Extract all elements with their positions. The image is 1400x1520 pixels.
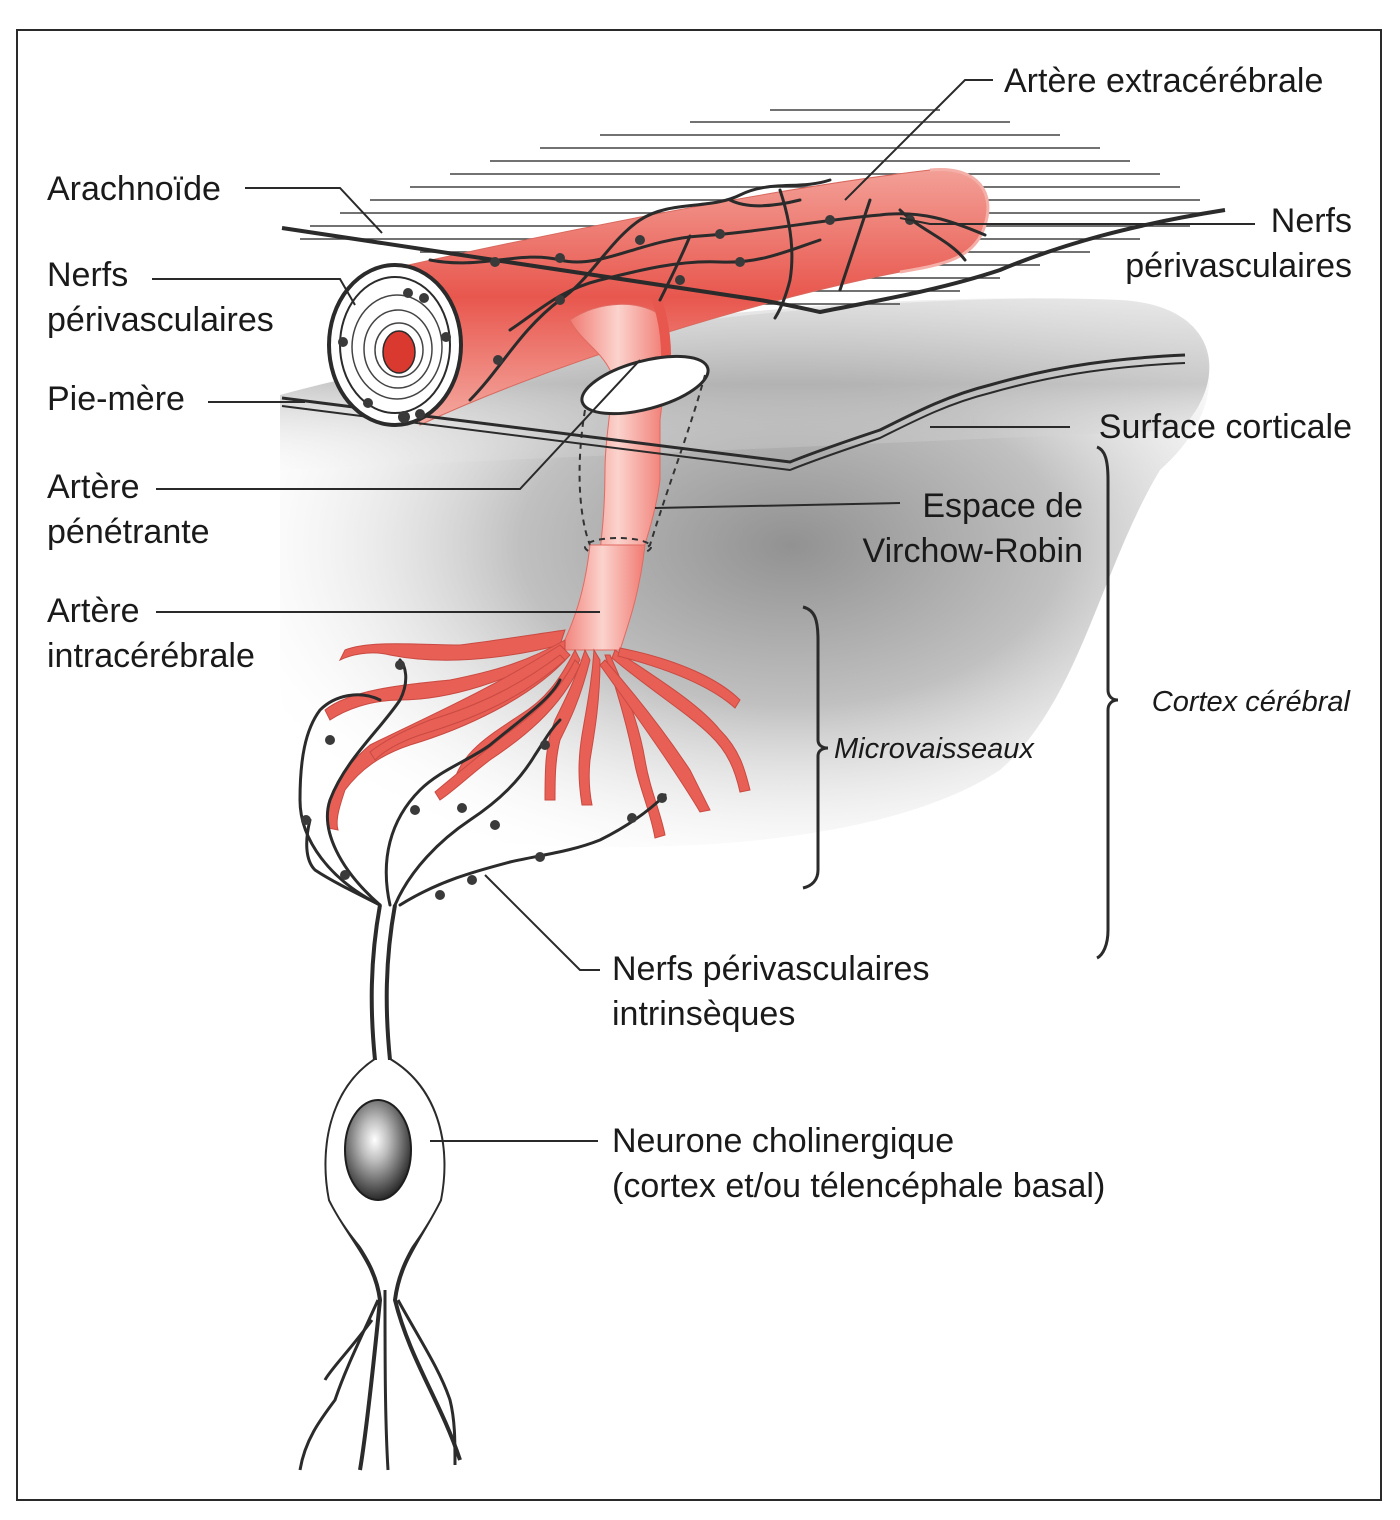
label-artere-penetrante-1: Artère — [47, 468, 140, 506]
label-surface-corticale: Surface corticale — [1099, 408, 1352, 446]
label-nerfs-perivasculaires-right-2: périvasculaires — [1125, 247, 1352, 285]
label-artere-intracerebrale-1: Artère — [47, 592, 140, 630]
label-neurone-cholinergique-1: Neurone cholinergique — [612, 1122, 954, 1160]
label-pie-mere: Pie-mère — [47, 380, 185, 418]
artery-cross-section — [327, 263, 463, 427]
intrinsic-perivascular-nerves — [298, 658, 667, 907]
label-neurone-cholinergique-2: (cortex et/ou télencéphale basal) — [612, 1167, 1105, 1205]
label-nerfs-perivasculaires-left-1: Nerfs — [47, 256, 128, 294]
label-nerfs-intrinseques-2: intrinsèques — [612, 995, 795, 1033]
pia-mater-line-2 — [281, 362, 1186, 472]
microvessels-bracket — [802, 605, 829, 890]
arachnoid-membrane — [281, 208, 1226, 315]
label-nerfs-perivasculaires-left-2: périvasculaires — [47, 301, 274, 339]
label-artere-intracerebrale-2: intracérébrale — [47, 637, 255, 675]
label-microvaisseaux: Microvaisseaux — [834, 733, 1035, 765]
label-espace-virchow-robin-2: Virchow-Robin — [863, 532, 1083, 570]
label-artere-extracerebrale: Artère extracérébrale — [1004, 62, 1323, 100]
neuron-nucleus — [344, 1099, 412, 1201]
label-cortex-cerebral: Cortex cérébral — [1152, 686, 1352, 718]
leader-lines — [152, 79, 1255, 1142]
perivascular-nerves-extracerebral — [428, 178, 987, 402]
cortex-bracket — [1096, 445, 1119, 960]
label-espace-virchow-robin-1: Espace de — [922, 487, 1083, 525]
label-nerfs-intrinseques-1: Nerfs périvasculaires — [612, 950, 929, 988]
label-nerfs-perivasculaires-right-1: Nerfs — [1271, 202, 1352, 240]
pia-mater-line — [281, 353, 1186, 464]
label-arachnoide: Arachnoïde — [47, 170, 221, 208]
label-artere-penetrante-2: pénétrante — [47, 513, 210, 551]
cholinergic-neuron — [298, 904, 462, 1471]
arachnoid-hatching — [300, 109, 1210, 305]
